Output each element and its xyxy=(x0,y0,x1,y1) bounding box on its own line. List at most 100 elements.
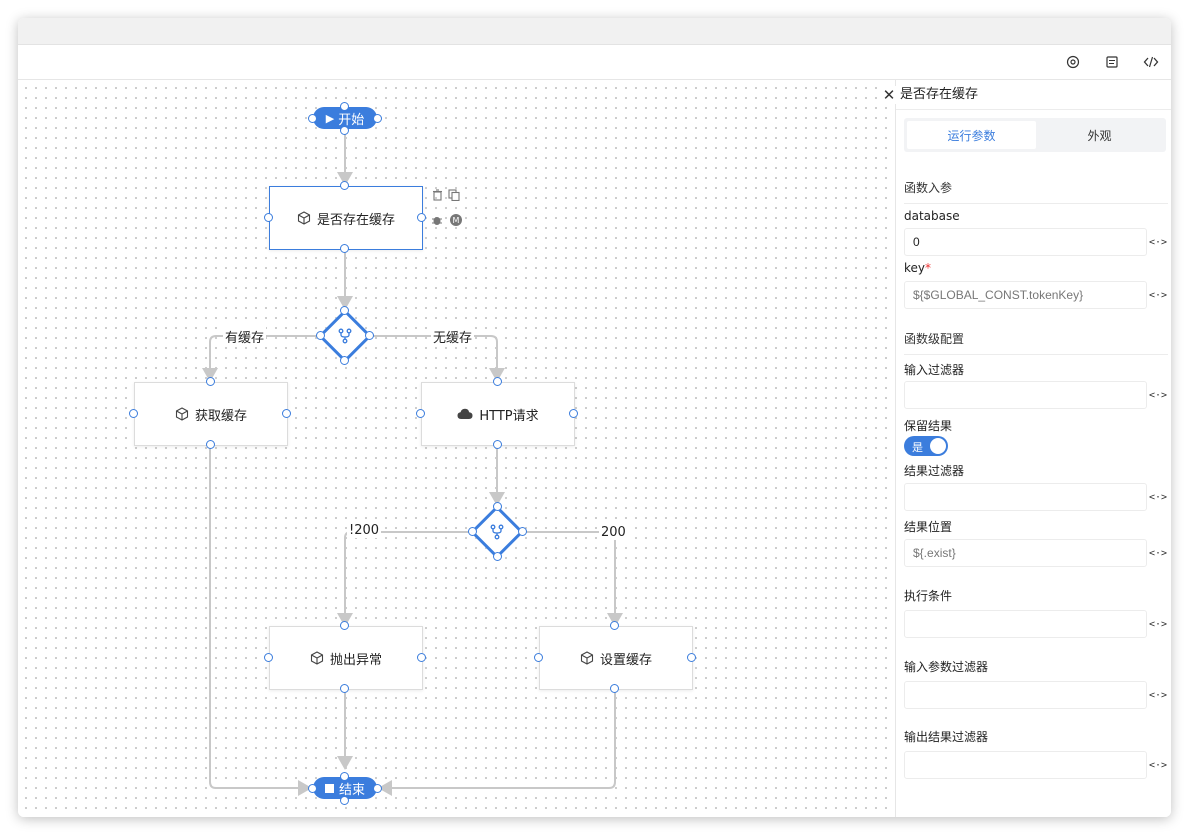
port[interactable] xyxy=(308,784,317,793)
edge-label-200: 200 xyxy=(599,525,628,540)
divider xyxy=(904,354,1168,355)
app-window: ▶ 开始 是否存在缓存 M xyxy=(18,18,1171,817)
port[interactable] xyxy=(493,502,502,511)
port[interactable] xyxy=(518,527,527,536)
mock-icon[interactable]: M xyxy=(450,214,462,226)
input-filter-field[interactable] xyxy=(904,381,1147,409)
port[interactable] xyxy=(610,684,619,693)
svg-text:M: M xyxy=(453,216,460,225)
port[interactable] xyxy=(206,377,215,386)
properties-panel: ✕ 是否存在缓存 运行参数 外观 函数入参 database 0 <·> key… xyxy=(882,80,1171,817)
debug-icon[interactable] xyxy=(431,214,443,226)
code-icon[interactable] xyxy=(1142,53,1160,71)
field-label-input-param-filter: 输入参数过滤器 xyxy=(904,660,989,674)
port[interactable] xyxy=(417,213,426,222)
port[interactable] xyxy=(316,331,325,340)
port[interactable] xyxy=(340,621,349,630)
tab-run-params[interactable]: 运行参数 xyxy=(907,121,1036,149)
node-http-request[interactable]: HTTP请求 xyxy=(421,382,575,446)
port[interactable] xyxy=(493,552,502,561)
edge-label-no-cache: 无缓存 xyxy=(431,327,475,346)
code-toggle-icon[interactable]: <·> xyxy=(1148,236,1168,248)
port[interactable] xyxy=(264,653,273,662)
code-toggle-icon[interactable]: <·> xyxy=(1148,491,1168,503)
result-filter-field[interactable] xyxy=(904,483,1147,511)
document-icon[interactable] xyxy=(1103,53,1121,71)
divider xyxy=(904,203,1168,204)
port[interactable] xyxy=(282,409,291,418)
node-throw-error[interactable]: 抛出异常 xyxy=(269,626,423,690)
trash-icon[interactable] xyxy=(431,189,443,201)
divider xyxy=(896,109,1171,110)
key-field[interactable]: ${$GLOBAL_CONST.tokenKey} xyxy=(904,281,1147,309)
port[interactable] xyxy=(129,409,138,418)
port[interactable] xyxy=(264,213,273,222)
edge-label-has-cache: 有缓存 xyxy=(223,327,267,346)
port[interactable] xyxy=(373,784,382,793)
port[interactable] xyxy=(340,772,349,781)
cloud-icon xyxy=(457,408,473,420)
port[interactable] xyxy=(340,684,349,693)
code-toggle-icon[interactable]: <·> xyxy=(1148,289,1168,301)
title-bar xyxy=(18,18,1171,45)
code-toggle-icon[interactable]: <·> xyxy=(1148,759,1168,771)
port[interactable] xyxy=(493,440,502,449)
port[interactable] xyxy=(206,440,215,449)
field-label-output-result-filter: 输出结果过滤器 xyxy=(904,730,989,744)
port[interactable] xyxy=(468,527,477,536)
node-check-cache[interactable]: 是否存在缓存 xyxy=(269,186,423,250)
port[interactable] xyxy=(340,126,349,135)
port[interactable] xyxy=(493,377,502,386)
field-label-database: database xyxy=(904,209,960,223)
port[interactable] xyxy=(417,653,426,662)
code-toggle-icon[interactable]: <·> xyxy=(1148,547,1168,559)
port[interactable] xyxy=(687,653,696,662)
port[interactable] xyxy=(610,621,619,630)
port[interactable] xyxy=(340,181,349,190)
database-field[interactable]: 0 xyxy=(904,228,1147,256)
end-node[interactable]: 结束 xyxy=(313,777,377,799)
edge-setcache-end xyxy=(378,690,616,796)
port[interactable] xyxy=(340,306,349,315)
exec-condition-field[interactable] xyxy=(904,610,1147,638)
output-result-filter-field[interactable] xyxy=(904,751,1147,779)
branch-icon xyxy=(335,326,355,346)
keep-result-toggle[interactable]: 是 xyxy=(904,436,948,456)
required-mark: * xyxy=(925,261,932,275)
port[interactable] xyxy=(340,356,349,365)
code-toggle-icon[interactable]: <·> xyxy=(1148,618,1168,630)
toggle-knob xyxy=(930,438,946,454)
close-icon[interactable]: ✕ xyxy=(882,86,896,104)
field-label-key: key* xyxy=(904,261,932,275)
code-toggle-icon[interactable]: <·> xyxy=(1148,689,1168,701)
toolbar xyxy=(18,45,1171,80)
port[interactable] xyxy=(340,796,349,805)
branch-icon xyxy=(487,522,507,542)
edge-gateway2-throw xyxy=(337,531,473,627)
flow-canvas[interactable]: ▶ 开始 是否存在缓存 M xyxy=(18,80,895,817)
code-toggle-icon[interactable]: <·> xyxy=(1148,389,1168,401)
port[interactable] xyxy=(340,244,349,253)
copy-icon[interactable] xyxy=(448,189,460,201)
edge-getcache-end xyxy=(209,446,312,796)
panel-tabs: 运行参数 外观 xyxy=(904,118,1166,152)
node-get-cache[interactable]: 获取缓存 xyxy=(134,382,288,446)
stop-icon xyxy=(324,783,334,793)
port[interactable] xyxy=(534,653,543,662)
start-node[interactable]: ▶ 开始 xyxy=(313,107,377,129)
cube-icon xyxy=(297,211,311,225)
node-set-cache[interactable]: 设置缓存 xyxy=(539,626,693,690)
edge-gateway2-setcache xyxy=(521,531,623,627)
port[interactable] xyxy=(340,102,349,111)
result-position-field[interactable]: ${.exist} xyxy=(904,539,1147,567)
tab-appearance[interactable]: 外观 xyxy=(1087,128,1112,143)
edge-gateway-getcache xyxy=(202,335,321,382)
port[interactable] xyxy=(365,331,374,340)
port[interactable] xyxy=(569,409,578,418)
port[interactable] xyxy=(416,409,425,418)
port[interactable] xyxy=(373,114,382,123)
input-param-filter-field[interactable] xyxy=(904,681,1147,709)
settings-icon[interactable] xyxy=(1064,53,1082,71)
port[interactable] xyxy=(308,114,317,123)
play-icon: ▶ xyxy=(325,111,335,125)
